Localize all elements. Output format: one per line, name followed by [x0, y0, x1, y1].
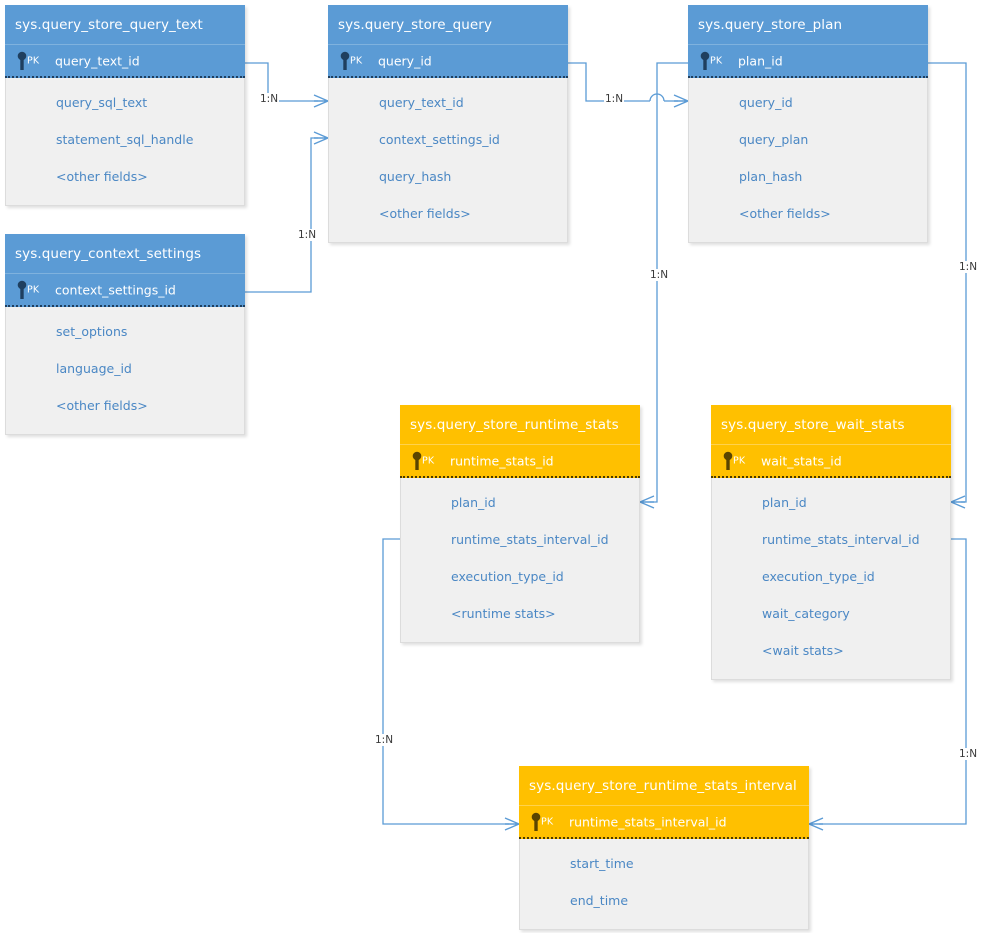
cardinality-label: 1:N: [649, 269, 670, 281]
entity-primary-key-row[interactable]: PK runtime_stats_id: [400, 445, 640, 478]
entity-primary-key-row[interactable]: PK query_id: [328, 45, 568, 78]
entity-field: plan_id: [451, 495, 496, 510]
pk-field-name: context_settings_id: [55, 282, 176, 297]
pk-field-name: plan_id: [738, 53, 783, 68]
entity-field: query_id: [739, 95, 793, 110]
pk-badge: PK: [27, 284, 40, 295]
pk-badge: PK: [422, 455, 435, 466]
cardinality-label: 1:N: [259, 93, 280, 105]
cardinality-label: 1:N: [958, 748, 979, 760]
pk-field-name: query_id: [378, 53, 432, 68]
pk-field-name: query_text_id: [55, 53, 140, 68]
entity-query-store-query[interactable]: sys.query_store_query PK query_id query_…: [328, 5, 568, 243]
pk-field-name: runtime_stats_interval_id: [569, 814, 727, 829]
entity-fields: start_time end_time: [519, 839, 809, 930]
entity-fields: plan_id runtime_stats_interval_id execut…: [711, 478, 951, 680]
key-icon: [412, 451, 422, 470]
pk-badge: PK: [350, 55, 363, 66]
key-icon: [723, 451, 733, 470]
entity-fields: query_sql_text statement_sql_handle <oth…: [5, 78, 245, 206]
connector-context-settings-to-query: [245, 131, 329, 293]
entity-title: sys.query_store_query_text: [5, 5, 245, 45]
key-icon: [17, 280, 27, 299]
key-icon: [700, 51, 710, 70]
entity-query-store-wait-stats[interactable]: sys.query_store_wait_stats PK wait_stats…: [711, 405, 951, 680]
entity-query-context-settings[interactable]: sys.query_context_settings PK context_se…: [5, 234, 245, 435]
pk-field-name: wait_stats_id: [761, 453, 842, 468]
entity-field: wait_category: [762, 606, 850, 621]
entity-field: <other fields>: [56, 398, 148, 413]
entity-primary-key-row[interactable]: PK runtime_stats_interval_id: [519, 806, 809, 839]
entity-field: runtime_stats_interval_id: [762, 532, 920, 547]
pk-badge: PK: [541, 816, 554, 827]
entity-fields: set_options language_id <other fields>: [5, 307, 245, 435]
entity-field: language_id: [56, 361, 132, 376]
entity-field: <wait stats>: [762, 643, 844, 658]
entity-title: sys.query_store_plan: [688, 5, 928, 45]
entity-fields: query_text_id context_settings_id query_…: [328, 78, 568, 243]
entity-field: context_settings_id: [379, 132, 500, 147]
entity-field: query_hash: [379, 169, 452, 184]
entity-field: plan_hash: [739, 169, 803, 184]
connector-plan-to-runtime-stats: [639, 62, 688, 509]
entity-query-store-query-text[interactable]: sys.query_store_query_text PK query_text…: [5, 5, 245, 206]
key-icon: [340, 51, 350, 70]
entity-title: sys.query_store_query: [328, 5, 568, 45]
entity-title: sys.query_context_settings: [5, 234, 245, 274]
entity-fields: query_id query_plan plan_hash <other fie…: [688, 78, 928, 243]
connector-query-to-plan: [568, 62, 689, 108]
entity-primary-key-row[interactable]: PK query_text_id: [5, 45, 245, 78]
entity-field: <other fields>: [739, 206, 831, 221]
cardinality-label: 1:N: [297, 229, 318, 241]
entity-field: runtime_stats_interval_id: [451, 532, 609, 547]
entity-field: <other fields>: [56, 169, 148, 184]
entity-field: query_text_id: [379, 95, 464, 110]
entity-title: sys.query_store_runtime_stats_interval: [519, 766, 809, 806]
pk-badge: PK: [710, 55, 723, 66]
entity-field: plan_id: [762, 495, 807, 510]
cardinality-label: 1:N: [374, 734, 395, 746]
cardinality-label: 1:N: [958, 261, 979, 273]
entity-query-store-runtime-stats-interval[interactable]: sys.query_store_runtime_stats_interval P…: [519, 766, 809, 930]
entity-title: sys.query_store_runtime_stats: [400, 405, 640, 445]
entity-field: statement_sql_handle: [56, 132, 194, 147]
pk-badge: PK: [27, 55, 40, 66]
cardinality-label: 1:N: [604, 93, 625, 105]
entity-query-store-plan[interactable]: sys.query_store_plan PK plan_id query_id…: [688, 5, 928, 243]
entity-title: sys.query_store_wait_stats: [711, 405, 951, 445]
entity-field: start_time: [570, 856, 634, 871]
entity-field: query_sql_text: [56, 95, 148, 110]
entity-primary-key-row[interactable]: PK context_settings_id: [5, 274, 245, 307]
connector-query-text-to-query: [245, 62, 329, 108]
entity-primary-key-row[interactable]: PK plan_id: [688, 45, 928, 78]
key-icon: [17, 51, 27, 70]
entity-field: end_time: [570, 893, 629, 908]
entity-field: execution_type_id: [451, 569, 564, 584]
entity-field: <other fields>: [379, 206, 471, 221]
pk-field-name: runtime_stats_id: [450, 453, 554, 468]
entity-query-store-runtime-stats[interactable]: sys.query_store_runtime_stats PK runtime…: [400, 405, 640, 643]
entity-fields: plan_id runtime_stats_interval_id execut…: [400, 478, 640, 643]
entity-field: <runtime stats>: [451, 606, 556, 621]
pk-badge: PK: [733, 455, 746, 466]
entity-field: set_options: [56, 324, 128, 339]
entity-primary-key-row[interactable]: PK wait_stats_id: [711, 445, 951, 478]
entity-field: query_plan: [739, 132, 809, 147]
entity-field: execution_type_id: [762, 569, 875, 584]
key-icon: [531, 812, 541, 831]
